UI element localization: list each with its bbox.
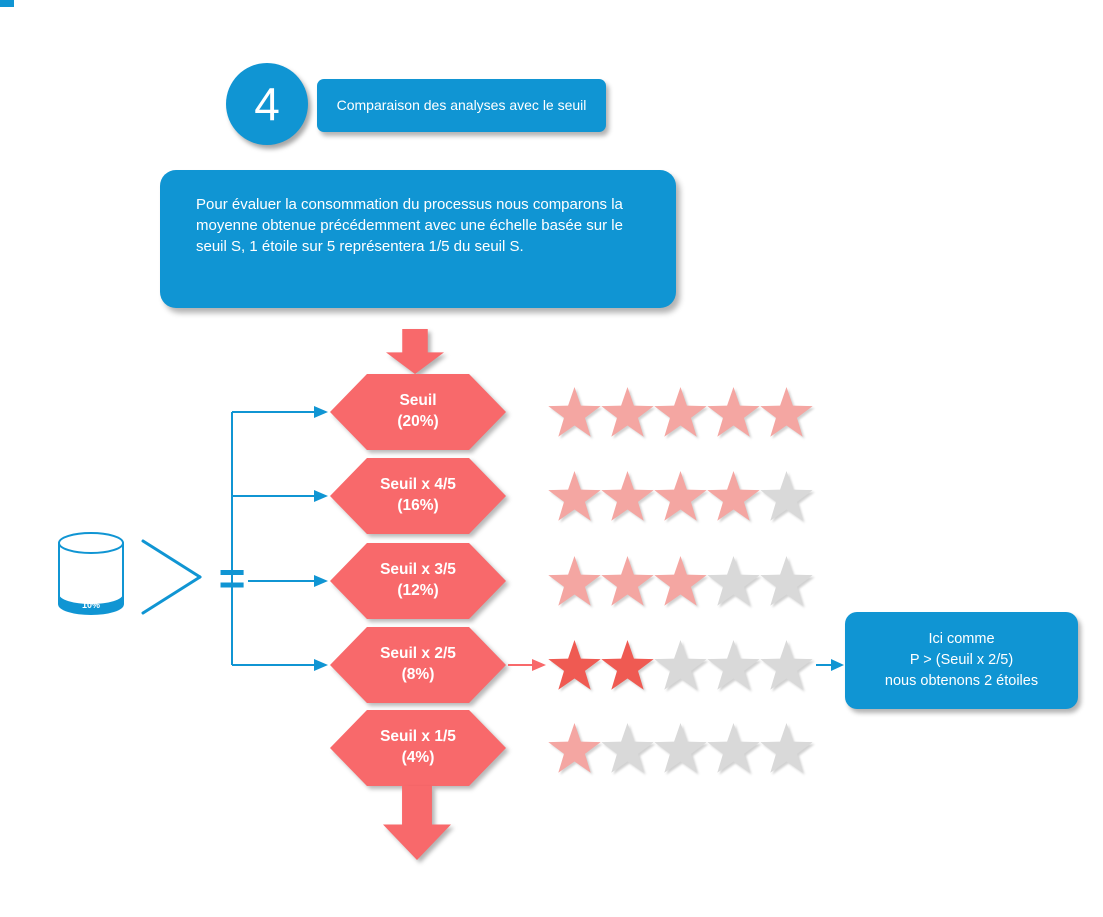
- result-box: Ici comme P > (Seuil x 2/5) nous obtenon…: [845, 612, 1078, 709]
- hexagon-label-line1: Seuil x 2/5: [380, 645, 456, 663]
- star-empty-icon: [760, 723, 813, 773]
- arrow-right-icon: [314, 575, 328, 587]
- star-rating-row-2: [548, 627, 818, 703]
- hexagon-seuil-1-5: Seuil x 1/5 (4%): [330, 710, 506, 786]
- gauge-value: 10%: [82, 600, 100, 610]
- star-empty-icon: [601, 723, 654, 773]
- hexagon-seuil: Seuil (20%): [330, 374, 506, 450]
- step-title: Comparaison des analyses avec le seuil: [336, 97, 587, 114]
- hexagon-label-line1: Seuil x 4/5: [380, 476, 456, 494]
- star-empty-icon: [707, 640, 760, 690]
- star-filled-icon: [760, 387, 813, 437]
- result-line3: nous obtenons 2 étoiles: [884, 673, 1039, 689]
- arrow-right-icon: [314, 490, 328, 502]
- database-gauge-icon: 10%: [58, 532, 124, 615]
- hexagon-label-line2: (4%): [401, 749, 435, 766]
- star-filled-icon: [548, 556, 601, 606]
- star-filled-icon: [601, 387, 654, 437]
- star-filled-icon: [548, 640, 601, 690]
- star-filled-icon: [654, 387, 707, 437]
- star-filled-icon: [654, 556, 707, 606]
- arrow-right-icon: [831, 659, 844, 671]
- star-filled-icon: [548, 471, 601, 521]
- hexagon-seuil-2-5: Seuil x 2/5 (8%): [330, 627, 506, 703]
- star-empty-icon: [654, 723, 707, 773]
- arrow-down-top-icon: [386, 329, 444, 374]
- star-filled-icon: [548, 387, 601, 437]
- hexagon-label-line2: (16%): [397, 497, 439, 514]
- star-empty-icon: [760, 640, 813, 690]
- arrow-right-icon: [532, 659, 546, 671]
- result-line2: P > (Seuil x 2/5): [909, 651, 1014, 668]
- arrow-down-bottom-icon: [383, 786, 451, 860]
- star-filled-icon: [654, 471, 707, 521]
- step-number-circle: 4: [226, 63, 308, 145]
- hexagon-label-line2: (20%): [397, 413, 439, 430]
- corner-decoration: [0, 0, 14, 7]
- star-rating-row-3: [548, 543, 818, 619]
- star-filled-icon: [707, 471, 760, 521]
- arrow-right-icon: [314, 659, 328, 671]
- step-number: 4: [254, 78, 280, 130]
- arrow-right-icon: [314, 406, 328, 418]
- hexagon-label-line1: Seuil: [399, 392, 437, 410]
- star-rating-row-1: [548, 710, 818, 786]
- description-box: Pour évaluer la consommation du processu…: [160, 170, 676, 308]
- star-rating-row-5: [548, 374, 818, 450]
- hexagon-label-line2: (8%): [401, 666, 435, 683]
- star-filled-icon: [707, 387, 760, 437]
- hexagon-label-line1: Seuil x 3/5: [380, 561, 456, 579]
- hexagon-label-line1: Seuil x 1/5: [380, 728, 456, 746]
- star-filled-icon: [601, 556, 654, 606]
- star-empty-icon: [707, 556, 760, 606]
- star-rating-row-4: [548, 458, 818, 534]
- hexagon-seuil-3-5: Seuil x 3/5 (12%): [330, 543, 506, 619]
- greater-than-icon: [141, 539, 202, 615]
- equals-symbol: =: [218, 552, 246, 604]
- star-empty-icon: [707, 723, 760, 773]
- star-filled-icon: [601, 471, 654, 521]
- star-empty-icon: [760, 471, 813, 521]
- hexagon-label-line2: (12%): [397, 582, 439, 599]
- description-text: Pour évaluer la consommation du processu…: [196, 196, 623, 255]
- hexagon-seuil-4-5: Seuil x 4/5 (16%): [330, 458, 506, 534]
- result-line1: Ici comme: [928, 630, 995, 647]
- star-empty-icon: [654, 640, 707, 690]
- star-filled-icon: [548, 723, 601, 773]
- star-filled-icon: [601, 640, 654, 690]
- star-empty-icon: [760, 556, 813, 606]
- step-title-box: Comparaison des analyses avec le seuil: [317, 79, 606, 132]
